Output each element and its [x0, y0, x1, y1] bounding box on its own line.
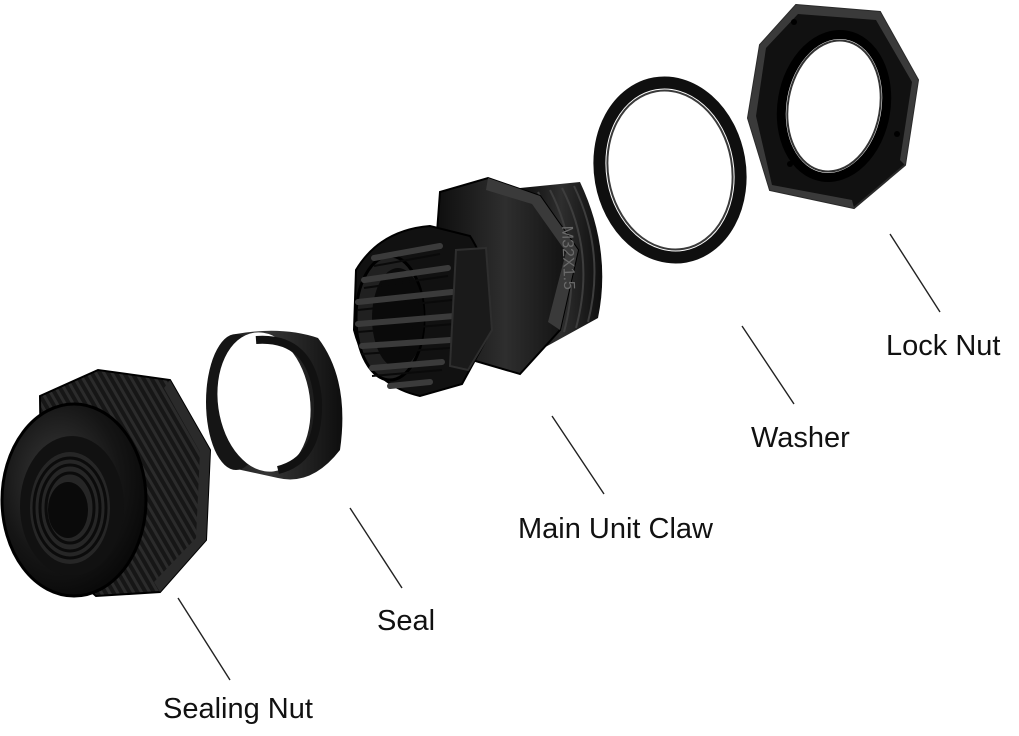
main-unit-claw-part: M32X1.5: [352, 176, 603, 398]
sealing-nut-label: Sealing Nut: [163, 693, 313, 725]
sealing-nut-leader: [177, 597, 231, 681]
leader-lines: [177, 233, 941, 681]
thread-marking: M32X1.5: [558, 226, 577, 291]
seal-label: Seal: [377, 605, 436, 637]
washer-leader: [741, 325, 795, 405]
seal-leader: [349, 507, 403, 589]
lock-nut-label: Lock Nut: [886, 330, 1001, 362]
washer-part: [593, 76, 747, 264]
main-unit-claw-label: Main Unit Claw: [518, 513, 713, 545]
lock-nut-leader: [889, 233, 941, 313]
washer-label: Washer: [751, 422, 850, 454]
seal-part: [206, 330, 343, 480]
main-unit-claw-leader: [551, 415, 605, 495]
lock-nut-part: [746, 3, 920, 210]
sealing-nut-part: [0, 368, 212, 598]
